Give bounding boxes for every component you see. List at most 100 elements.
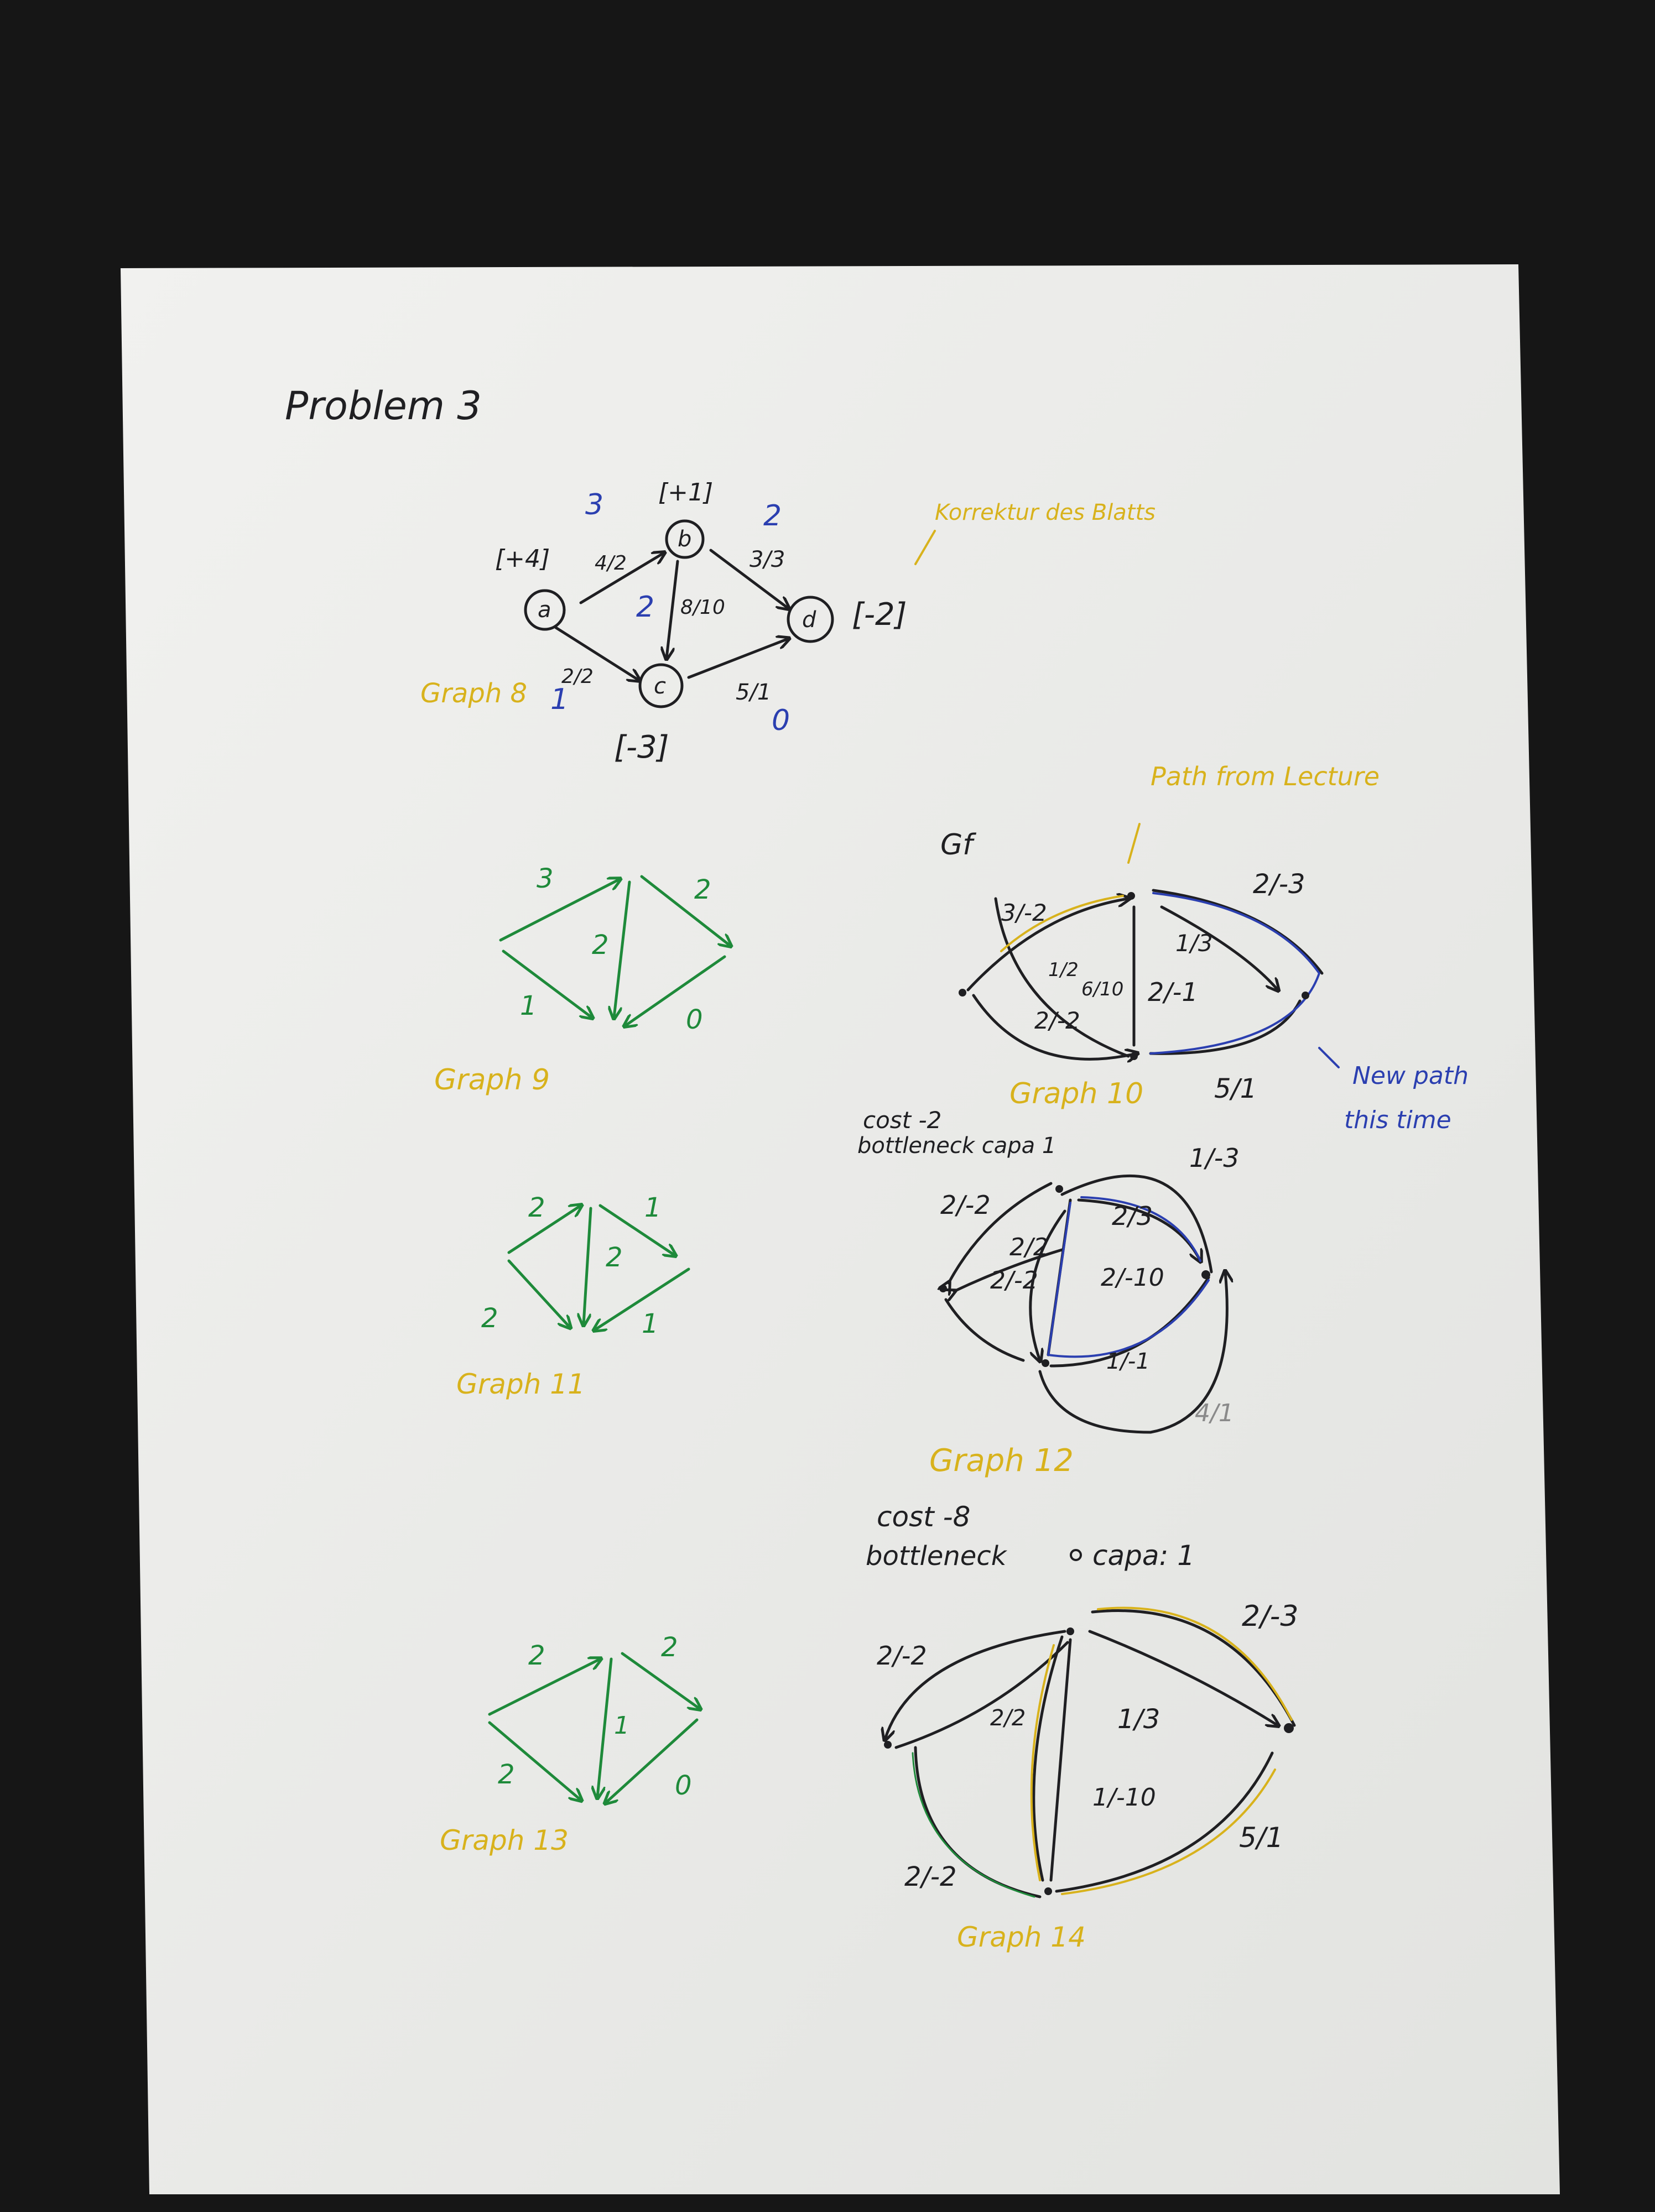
graph12-node-top <box>1055 1185 1063 1193</box>
cost1-line2: bottleneck capa 1 <box>857 1133 1056 1159</box>
cost2-bullet <box>1070 1549 1082 1561</box>
graph8-note: Korrektur des Blatts <box>935 500 1156 525</box>
graph10-note-new-line1: New path <box>1352 1062 1469 1090</box>
graph14-edge-2: 2/-3 <box>1242 1600 1298 1633</box>
graph10-node-top <box>1127 892 1135 900</box>
paper-sheet <box>121 264 1560 2194</box>
graph10-edge-7: 2/-2 <box>1034 1007 1080 1034</box>
graph14-edge-7: 5/1 <box>1239 1822 1283 1854</box>
graph14-node-left <box>884 1741 892 1749</box>
graph10-edge-3-12-line <box>966 899 1128 992</box>
graph8-edge-ac <box>554 626 639 680</box>
graph8-label: Graph 8 <box>420 678 527 709</box>
graph9-edge-bottom-right <box>625 955 726 1026</box>
cost2-line3: capa: 1 <box>1092 1540 1195 1572</box>
graph13-edge-top-right-label: 2 <box>661 1632 678 1663</box>
graph14-edge-6: 2/-2 <box>904 1861 957 1892</box>
graph10-edge-1-line <box>994 897 1130 1058</box>
graph12-edge-22 <box>1029 1209 1066 1360</box>
graph14-node-right <box>1284 1723 1294 1733</box>
graph12-edge-1: 2/-2 <box>940 1190 991 1220</box>
graph8-node-d-circle <box>787 596 834 643</box>
graph14-path-green <box>912 1752 1035 1898</box>
graph8-node-a-circle <box>524 589 566 631</box>
graph10-node-right <box>1302 992 1309 999</box>
graph9-label: Graph 9 <box>434 1063 550 1097</box>
graph8-edge-cd <box>687 639 788 679</box>
graph8-node-b-circle <box>665 519 705 559</box>
graph10-edge-4: 1/2 <box>1048 959 1079 981</box>
graph-8: a b c d [+4] [+1] [-3] [-2] 4/2 3/3 8/10… <box>420 478 1156 765</box>
graph8-edge-bd <box>709 549 788 608</box>
graph10-path-new <box>1149 892 1320 1055</box>
graph8-edge-cd-label: 5/1 <box>736 680 771 705</box>
graph11-edge-mid <box>584 1207 592 1324</box>
graph8-edge-bc-label: 8/10 <box>680 596 725 619</box>
graph11-edge-bottom-right-label: 1 <box>642 1308 659 1339</box>
graph-12: 2/-2 1/-3 2/3 2/2 2/-2 2/-10 1/-1 4/1 Gr… <box>929 1143 1240 1479</box>
graph11-edge-bottom-right <box>595 1267 690 1330</box>
graph10-edge-6: 2/-1 <box>1148 977 1198 1007</box>
graph8-potential-top-left: 3 <box>585 488 603 521</box>
graph8-node-c-circle <box>638 663 684 708</box>
graph11-edge-bottom-left <box>507 1259 570 1327</box>
graph-9: 3 2 2 1 0 Graph 9 <box>434 863 730 1097</box>
graph10-note-new-arrow <box>1318 1047 1340 1068</box>
graph8-potential-top-right: 2 <box>763 499 782 533</box>
graph10-label: Graph 10 <box>1009 1077 1143 1110</box>
graph10-node-bottom <box>1130 1052 1138 1060</box>
graph8-edge-bd-label: 3/3 <box>750 547 785 572</box>
graph11-edge-top-right-label: 1 <box>644 1192 662 1223</box>
graph10-edge-1: 3/-2 <box>1001 899 1047 926</box>
graph14-node-bottom <box>1044 1887 1052 1895</box>
graph14-path-yellow-top <box>1097 1606 1293 1721</box>
graph12-edge-left-mid <box>954 1248 1064 1291</box>
graph8-node-b: b <box>678 526 691 552</box>
graph14-edge-vert <box>1049 1638 1072 1882</box>
graph14-edge-1: 2/-2 <box>877 1641 927 1671</box>
graph13-edge-top-left-label: 2 <box>528 1640 545 1671</box>
graph12-edge-4: 2/2 <box>1009 1233 1049 1261</box>
graph13-label: Graph 13 <box>440 1824 569 1856</box>
graph14-node-top <box>1066 1627 1074 1635</box>
graph13-edge-bottom-left-label: 2 <box>498 1759 515 1790</box>
graph14-edge-bottom-right <box>1055 1751 1274 1893</box>
graph8-edge-ac-label: 2/2 <box>561 665 594 688</box>
graph14-label: Graph 14 <box>957 1921 1086 1953</box>
graph8-supply-a: [+4] <box>495 545 550 573</box>
graph8-edge-ab-label: 4/2 <box>595 552 627 575</box>
graph9-edge-top-left <box>499 879 620 942</box>
graph9-edge-top-right-label: 2 <box>694 874 711 905</box>
graph12-path-blue-top <box>1080 1196 1201 1262</box>
graph12-node-bottom <box>1042 1359 1049 1367</box>
graph-13: 2 2 1 2 0 Graph 13 <box>440 1632 700 1856</box>
graph10-edge-3: 1/3 <box>1175 930 1213 957</box>
graph11-edge-mid-label: 2 <box>606 1242 623 1273</box>
graph11-edge-top-left <box>507 1206 581 1254</box>
graph10-note-new-line2: this time <box>1344 1106 1451 1134</box>
graph10-edge-8: 5/1 <box>1214 1073 1257 1104</box>
graph10-edge-5: 6/10 <box>1081 978 1123 1000</box>
graph12-edge-left-top <box>949 1182 1053 1283</box>
graph14-edge-top-left <box>885 1630 1066 1739</box>
graph9-edge-bottom-right-label: 0 <box>686 1004 703 1035</box>
graph10-edge-2-line <box>972 994 1137 1059</box>
graph12-path-blue-bottom <box>1047 1202 1210 1358</box>
cost2-line2: bottleneck <box>866 1541 1008 1572</box>
graph9-edge-mid-label: 2 <box>592 930 609 961</box>
graph13-edge-bottom-right-label: 0 <box>675 1770 692 1801</box>
graph14-edge-13 <box>1088 1630 1278 1725</box>
graph10-node-left <box>959 989 966 997</box>
graph12-label: Graph 12 <box>929 1443 1074 1479</box>
graph11-edge-bottom-left-label: 2 <box>481 1303 498 1334</box>
graph-14: 2/-2 2/-3 2/2 1/3 1/-10 2/-2 5/1 Graph 1… <box>877 1600 1298 1953</box>
graph9-edge-bottom-left-label: 1 <box>520 990 537 1021</box>
graph13-edge-bottom-left <box>488 1721 581 1800</box>
graph-10: Gf Path from Lecture 3/-2 2/-3 1/3 1/2 6… <box>940 761 1469 1134</box>
graph12-edge-2: 1/-3 <box>1189 1143 1240 1173</box>
graph8-edge-bc <box>667 560 679 658</box>
graph-11: 2 1 2 2 1 Graph 11 <box>456 1192 690 1400</box>
graph12-node-right <box>1201 1270 1210 1279</box>
graph14-edge-vert2 <box>1032 1635 1064 1882</box>
